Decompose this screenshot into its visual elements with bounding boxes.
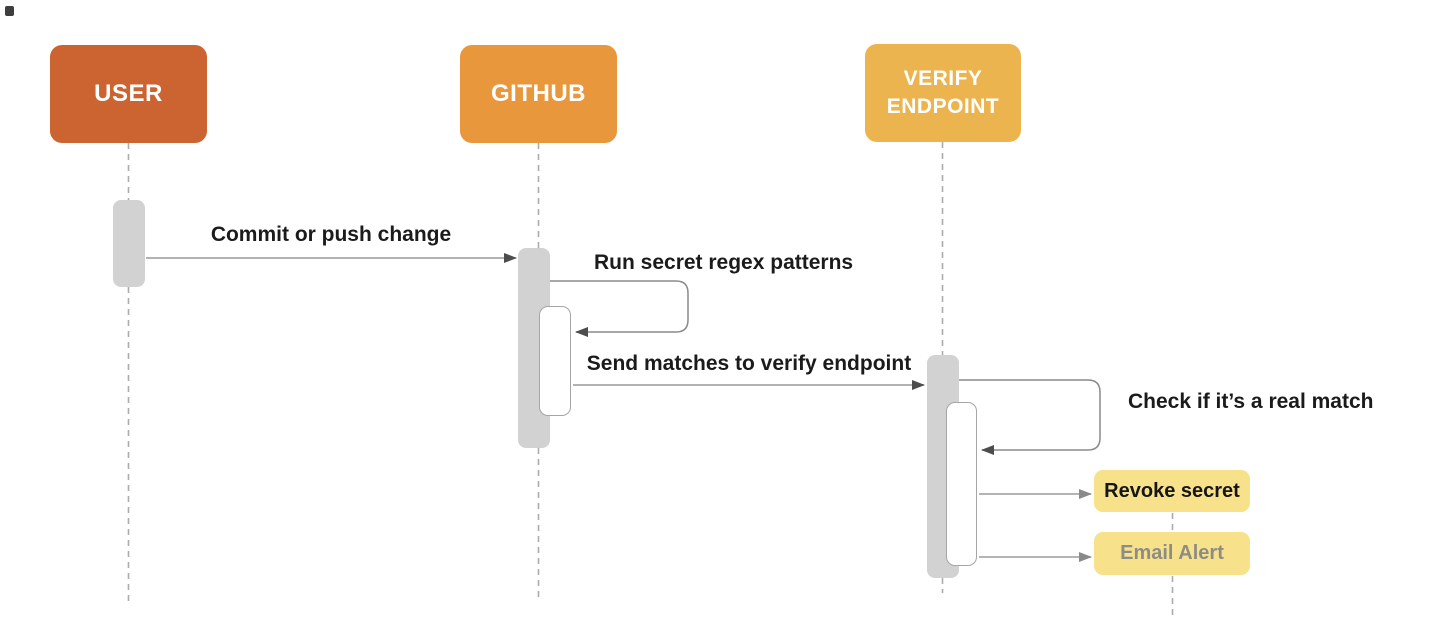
nested-activation-verify — [946, 402, 977, 566]
actor-user: USER — [50, 45, 207, 143]
nested-activation-github — [539, 306, 571, 416]
note-email-alert: Email Alert — [1094, 532, 1250, 575]
message-label-check-match: Check if it’s a real match — [1128, 390, 1374, 413]
screen-artifact-mark — [5, 6, 14, 16]
message-label-run-regex: Run secret regex patterns — [594, 251, 854, 274]
actor-verify-endpoint: VERIFY ENDPOINT — [865, 44, 1021, 142]
activation-bar-user — [113, 200, 145, 287]
message-label-commit-or-push: Commit or push change — [210, 223, 452, 246]
note-revoke-secret-label: Revoke secret — [1104, 479, 1240, 502]
note-revoke-secret: Revoke secret — [1094, 470, 1250, 512]
actor-github-label: GITHUB — [491, 80, 586, 107]
actor-user-label: USER — [94, 80, 163, 107]
self-loop-check-match — [959, 379, 1101, 455]
message-label-send-matches: Send matches to verify endpoint — [586, 352, 912, 375]
actor-verify-endpoint-label: VERIFY ENDPOINT — [886, 67, 1000, 118]
note-email-alert-label: Email Alert — [1120, 542, 1224, 564]
actor-github: GITHUB — [460, 45, 617, 143]
